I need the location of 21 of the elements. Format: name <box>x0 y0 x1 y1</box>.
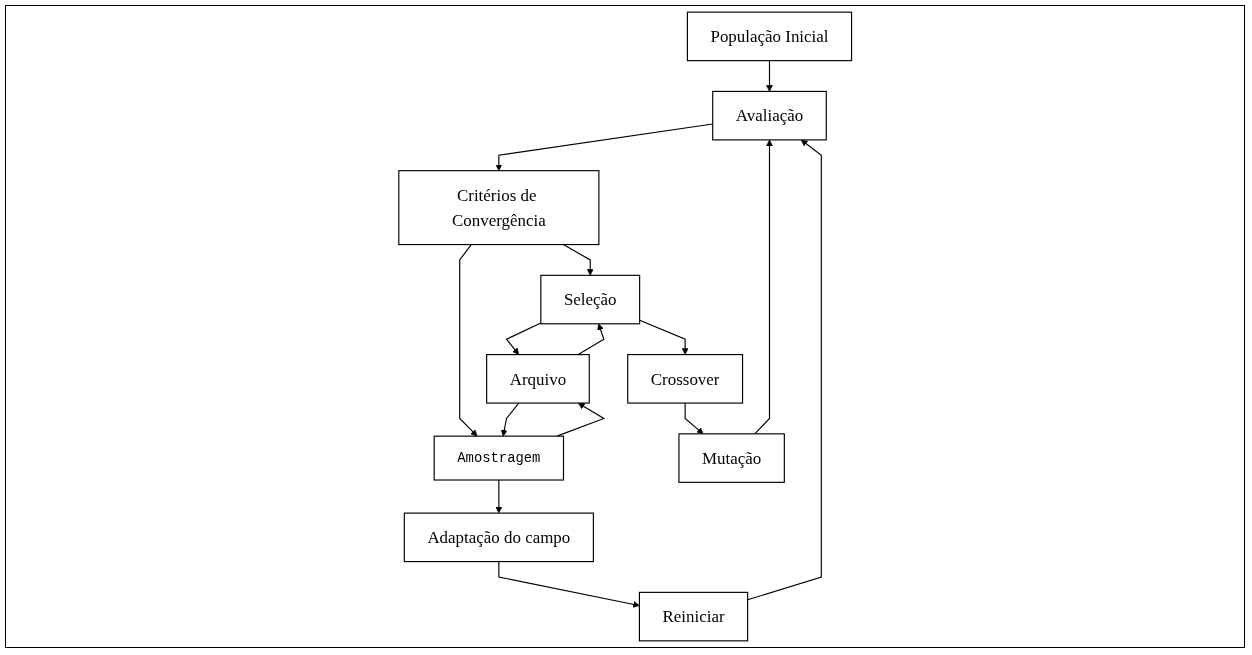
arrow <box>577 323 605 356</box>
node-box: Crossover <box>626 354 743 404</box>
arrow <box>505 322 542 355</box>
arrow <box>556 402 605 437</box>
node-box: Critérios de Convergência <box>398 170 600 246</box>
arrow <box>562 243 594 276</box>
arrow <box>458 243 478 437</box>
node-box: Seleção <box>540 274 641 325</box>
arrow <box>498 561 640 608</box>
node-box: Adaptação do campo <box>403 512 594 563</box>
arrow <box>765 60 773 92</box>
node-box: Amostragem <box>433 435 564 481</box>
node-box: Arquivo <box>485 354 590 404</box>
arrow <box>500 402 520 437</box>
node-box: Reiniciar <box>638 591 749 642</box>
arrow <box>684 402 704 435</box>
node-box: População Inicial <box>686 11 852 62</box>
arrow <box>495 479 503 514</box>
node-box: Mutação <box>678 433 785 483</box>
node-box: Avaliação <box>711 90 827 141</box>
arrow <box>754 139 773 435</box>
